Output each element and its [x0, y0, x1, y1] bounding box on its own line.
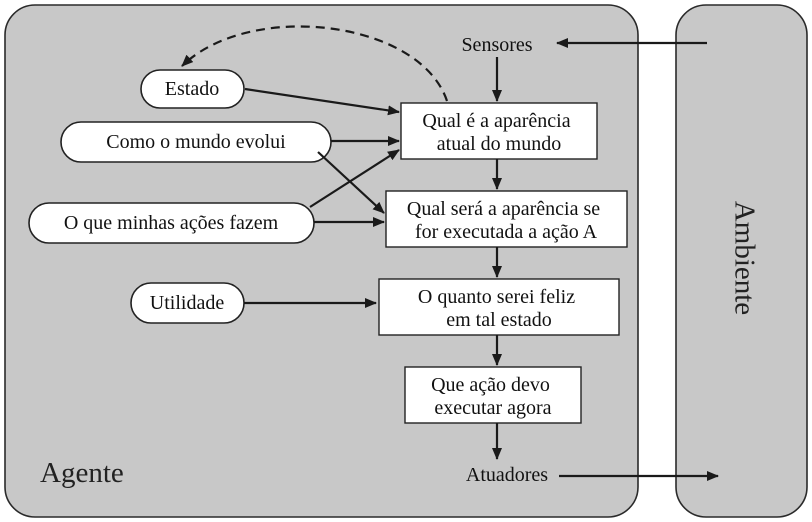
box-current-world-line-2: atual do mundo	[437, 133, 561, 155]
node-state-label: Estado	[165, 78, 219, 100]
node-world-evolution-label: Como o mundo evolui	[106, 131, 286, 153]
arrow-world-evolution-to-predicted-world	[317, 151, 385, 214]
box-happiness-line-2: em tal estado	[446, 309, 552, 331]
node-utility: Utilidade	[130, 282, 245, 324]
arrow-state-to-current-world	[244, 87, 400, 116]
box-predicted-world-line-1: Qual será a aparência se	[407, 198, 600, 220]
box-happiness: O quanto serei feliz em tal estado	[378, 278, 620, 336]
box-current-world-line-1: Qual é a aparência	[422, 110, 570, 132]
box-decision-line-2: executar agora	[434, 397, 551, 419]
svg-text:O quanto serei feliz em: O quanto serei feliz em tal estado	[418, 286, 580, 331]
node-state: Estado	[140, 69, 245, 109]
box-predicted-world: Qual será a aparência se for executada a…	[385, 190, 628, 248]
node-utility-label: Utilidade	[150, 292, 225, 314]
box-decision-line-1: Que ação devo	[431, 374, 550, 396]
arrow-dashed-feedback-to-state	[181, 25, 449, 102]
box-decision: Que ação devo executar agora	[404, 366, 582, 424]
svg-text:Qual é a aparência atual: Qual é a aparência atual do mundo	[422, 110, 575, 155]
sensors-label: Sensores	[461, 34, 532, 56]
agent-panel	[4, 4, 639, 518]
actuators-label: Atuadores	[466, 464, 548, 486]
box-current-world: Qual é a aparência atual do mundo	[400, 102, 598, 160]
node-action-effects: O que minhas ações fazem	[28, 202, 315, 244]
box-predicted-world-line-2: for executada a ação A	[415, 221, 598, 243]
node-world-evolution: Como o mundo evolui	[60, 121, 332, 163]
box-happiness-line-1: O quanto serei feliz	[418, 286, 575, 308]
node-action-effects-label: O que minhas ações fazem	[64, 212, 279, 234]
svg-text:Que ação devo executar a: Que ação devo executar agora	[431, 374, 555, 419]
agent-label: Agente	[40, 457, 124, 489]
svg-text:Qual será a aparência se: Qual será a aparência se for executada a…	[407, 198, 605, 243]
environment-label: Ambiente	[728, 201, 760, 315]
arrow-action-effects-to-current-world	[309, 149, 400, 208]
environment-panel	[675, 4, 808, 518]
